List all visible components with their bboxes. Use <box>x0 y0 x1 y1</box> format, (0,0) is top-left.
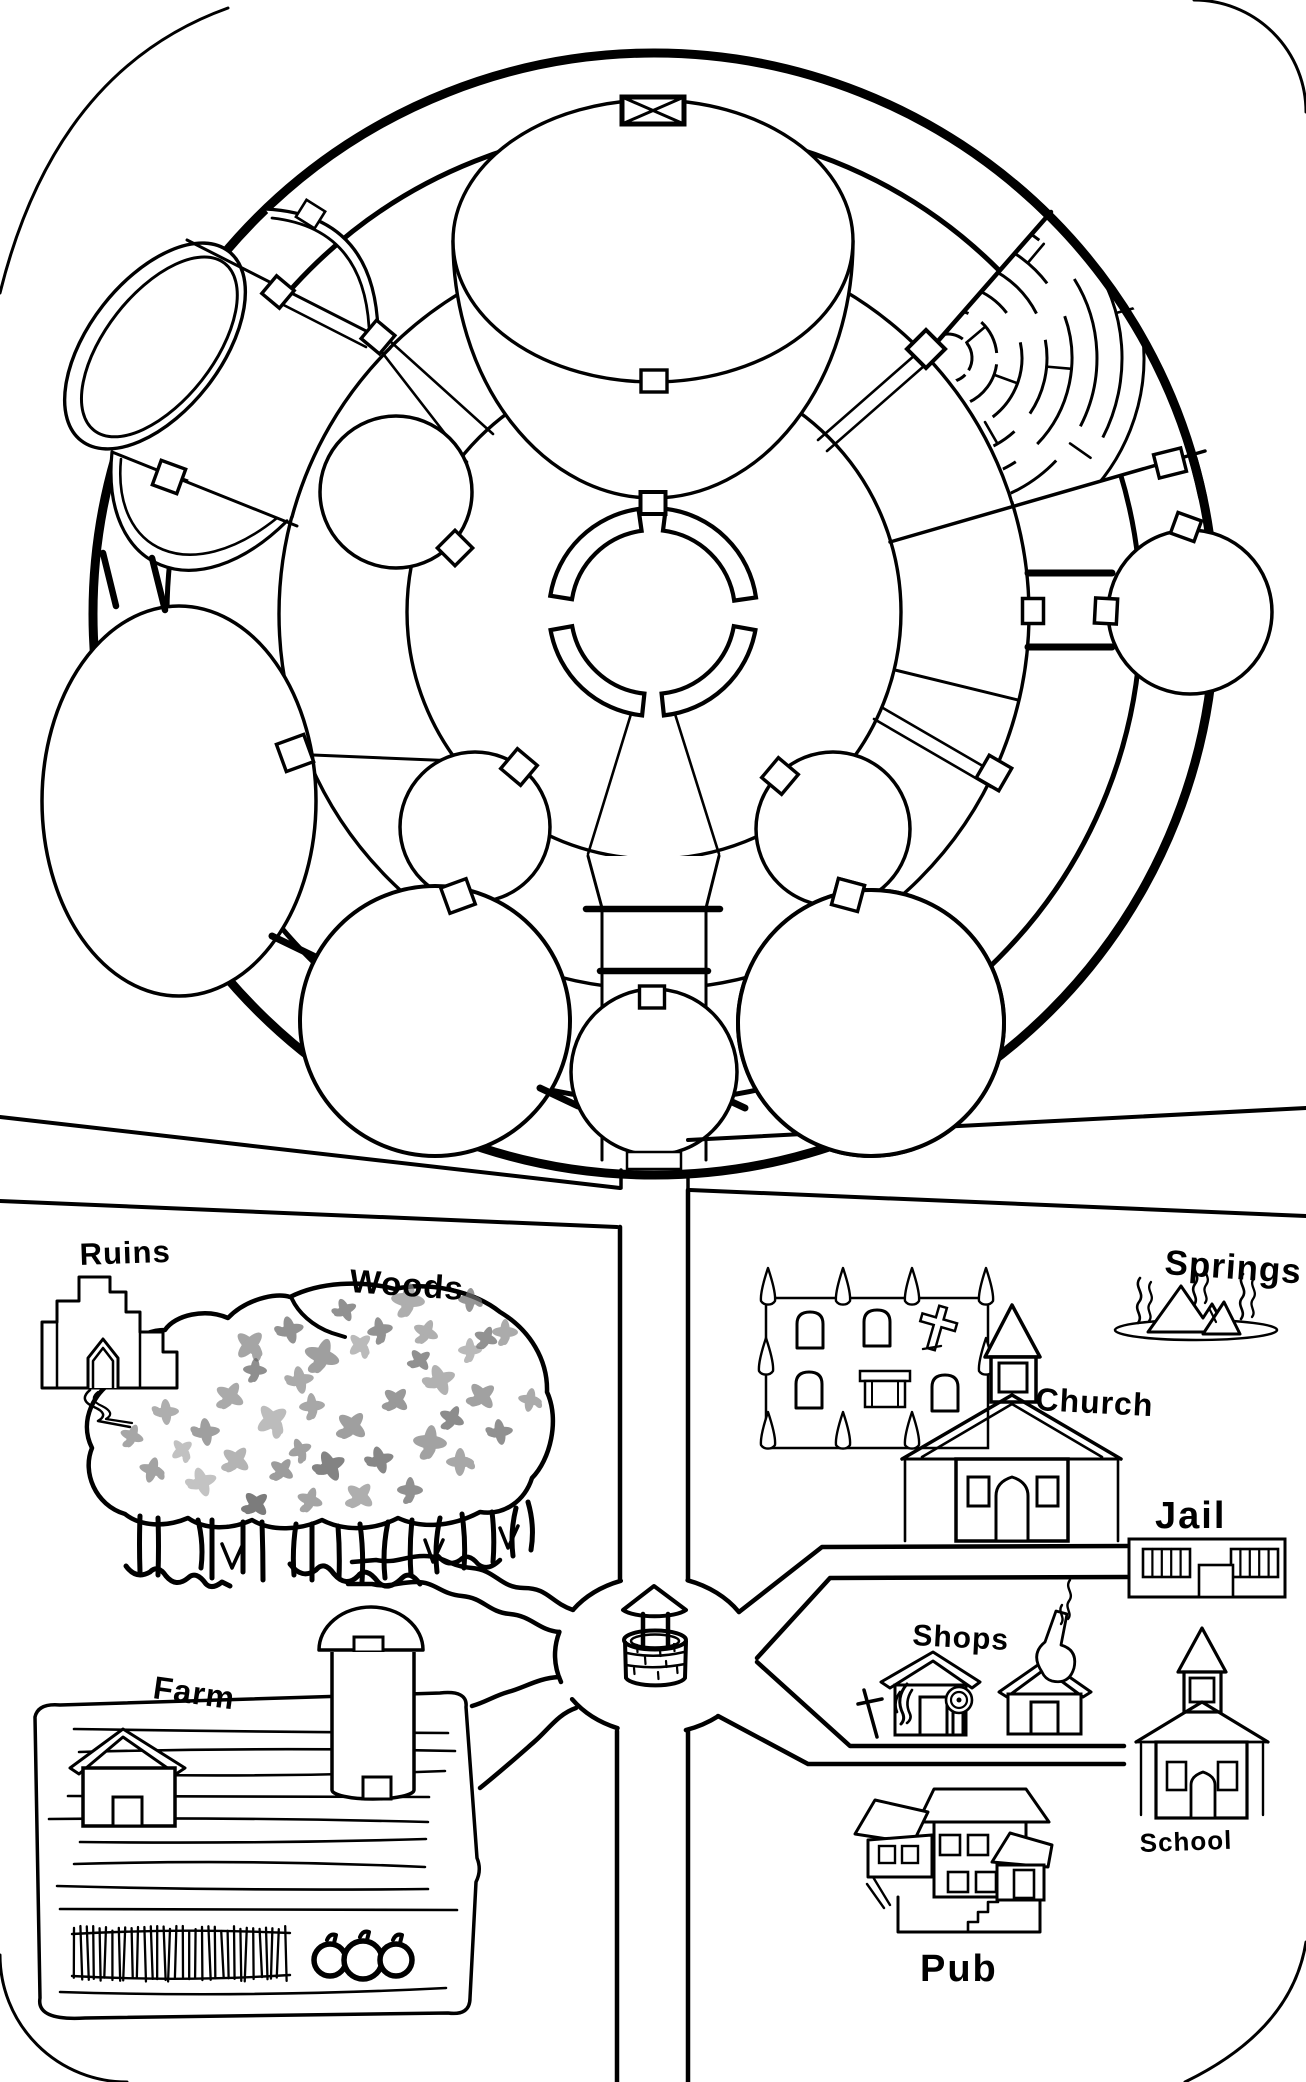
svg-text:Jail: Jail <box>1155 1495 1226 1537</box>
svg-text:Pub: Pub <box>920 1948 998 1990</box>
svg-text:School: School <box>1139 1825 1233 1858</box>
svg-text:Woods: Woods <box>349 1262 466 1307</box>
svg-text:Ruins: Ruins <box>79 1234 171 1272</box>
svg-text:Shops: Shops <box>912 1619 1010 1657</box>
svg-text:Springs: Springs <box>1163 1243 1303 1291</box>
svg-text:Church: Church <box>1035 1381 1155 1423</box>
